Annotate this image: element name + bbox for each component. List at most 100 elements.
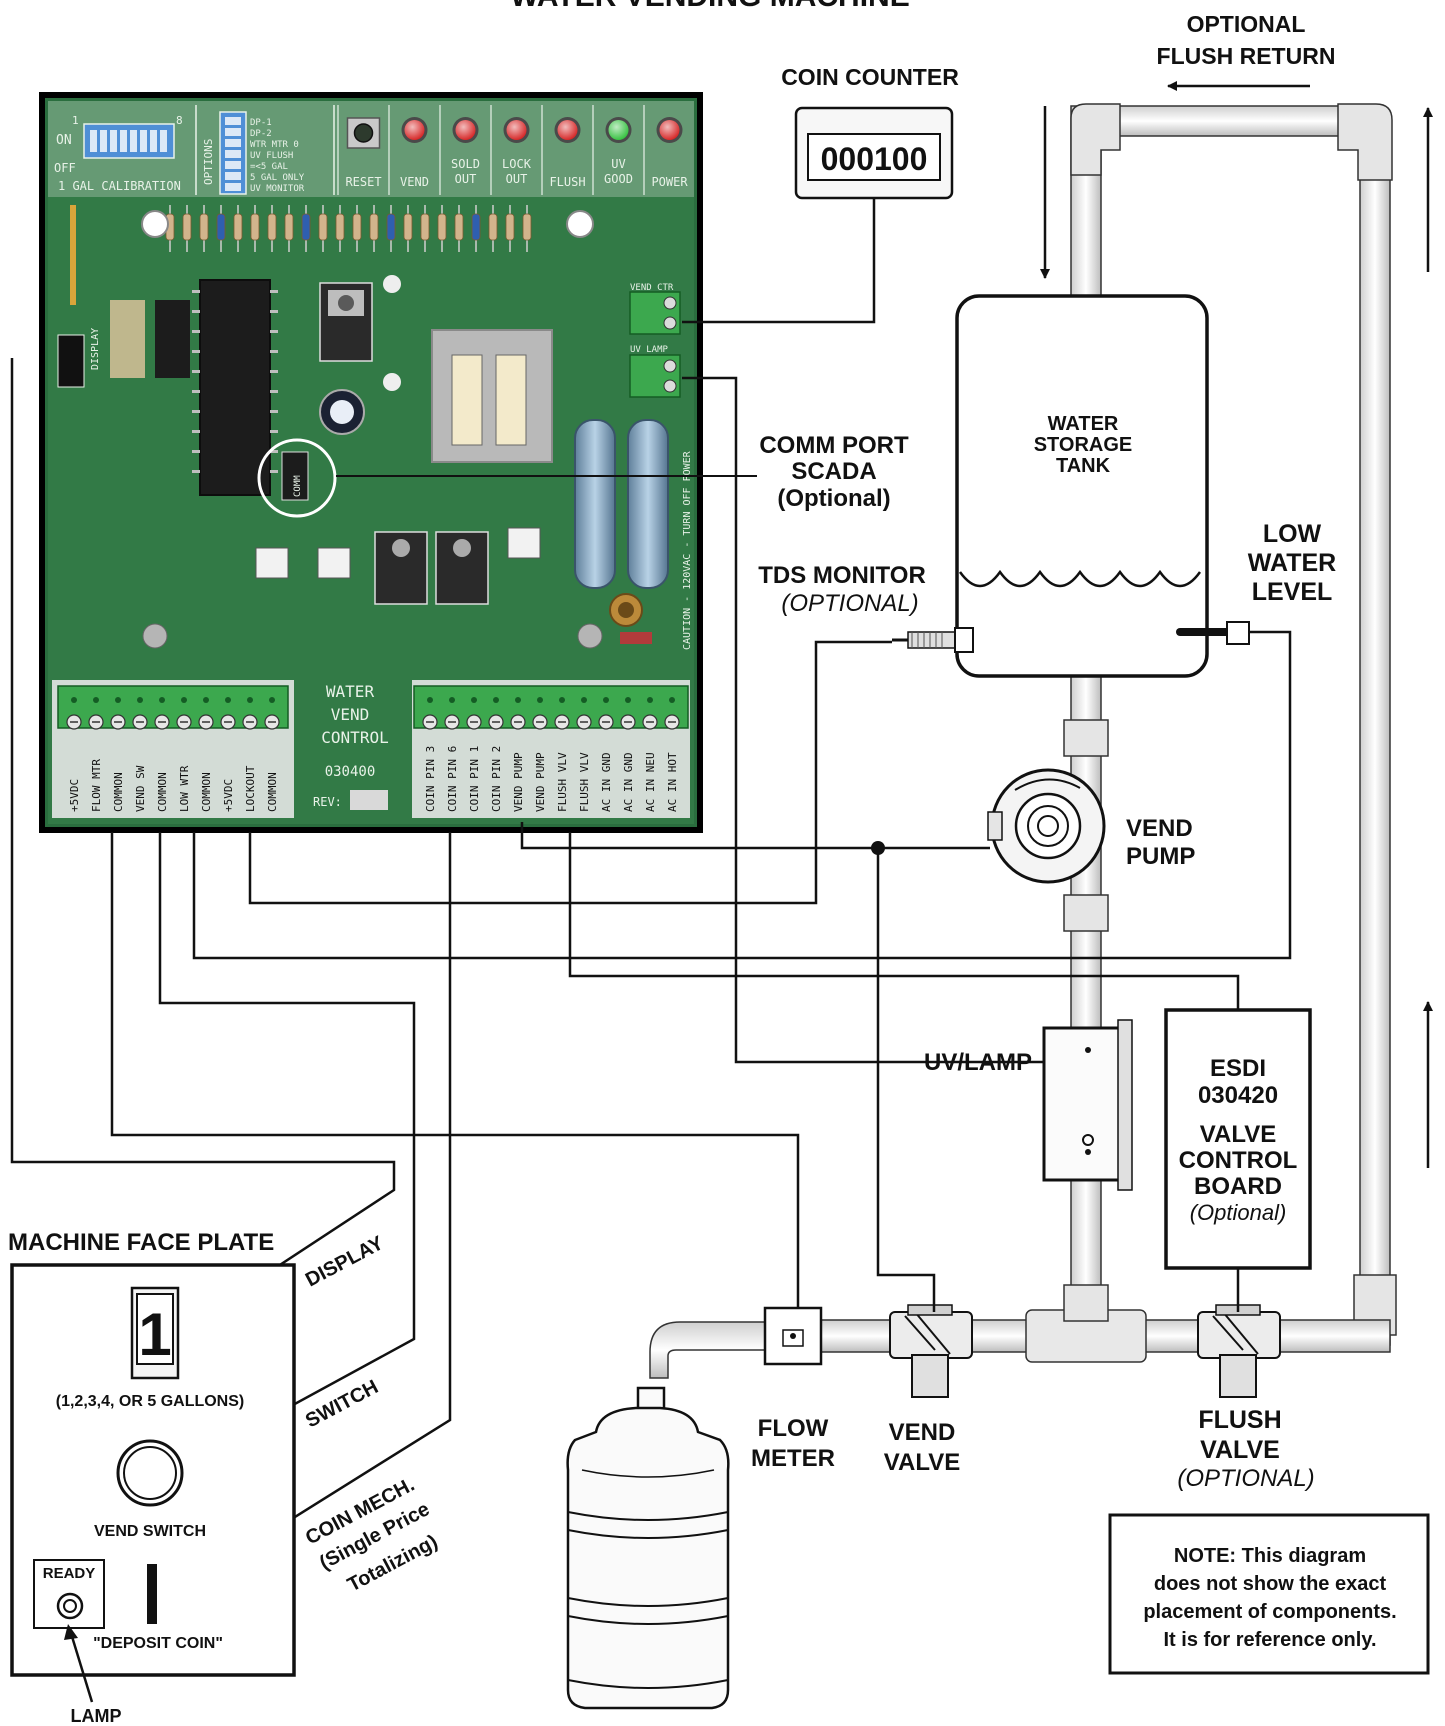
resistor — [522, 213, 532, 241]
terminal-label: FLOW MTR — [90, 759, 103, 812]
resistor — [250, 213, 260, 241]
terminal-pin — [559, 697, 565, 703]
vend-pump-label-line2: PUMP — [1126, 843, 1195, 870]
terminal-pin — [225, 697, 231, 703]
indicator-label: FLUSH — [549, 175, 585, 189]
terminal-label: COIN PIN 1 — [468, 746, 481, 812]
terminal-pin — [537, 697, 543, 703]
flush-valve-label-line2: VALVE — [1200, 1436, 1280, 1464]
indicator-label: LOCK — [502, 157, 532, 171]
comm-port-highlight — [257, 438, 337, 518]
machine-face-plate: MACHINE FACE PLATE 1 (1,2,3,4, OR 5 GALL… — [8, 1229, 296, 1726]
calibration-dip-switch[interactable] — [83, 123, 175, 159]
resistor — [454, 213, 464, 241]
dip-one-label: 1 — [72, 114, 79, 127]
flush-return-label-line2: FLUSH RETURN — [1157, 43, 1336, 69]
terminal-label: AC IN GND — [622, 752, 635, 812]
resistor — [403, 213, 413, 241]
lamp-label: LAMP — [71, 1706, 122, 1726]
terminal-label: LOW WTR — [178, 765, 191, 812]
terminal-pin — [203, 697, 209, 703]
indicator-led — [503, 117, 530, 143]
dip-eight-label: 8 — [176, 114, 183, 127]
terminal-label: AC IN GND — [600, 752, 613, 812]
note-line2: does not show the exact — [1154, 1573, 1387, 1595]
terminal-label: AC IN NEU — [644, 752, 657, 812]
flush-return-label-line1: OPTIONAL — [1187, 11, 1306, 37]
terminal-pin — [269, 697, 275, 703]
board-name-line3: CONTROL — [321, 728, 388, 747]
flow-arrows — [1040, 81, 1433, 1168]
vend-switch-button[interactable] — [116, 1439, 184, 1507]
terminal-label: +5VDC — [222, 779, 235, 812]
indicator-label: POWER — [651, 175, 688, 189]
flush-return-pipe — [1070, 103, 1397, 1346]
coin-counter-value: 000100 — [821, 141, 928, 177]
indicator-label: VEND — [400, 175, 429, 189]
resistor — [437, 213, 447, 241]
coin-counter-label: COIN COUNTER — [781, 64, 959, 90]
calibration-label: 1 GAL CALIBRATION — [58, 179, 181, 193]
terminal-pin — [71, 697, 77, 703]
terminal-label: COIN PIN 3 — [424, 746, 437, 812]
flush-valve-label-line3: (OPTIONAL) — [1177, 1465, 1314, 1492]
terminal-label: COMMON — [266, 772, 279, 812]
terminal-label: VEND PUMP — [534, 752, 547, 812]
terminal-pin — [115, 697, 121, 703]
comm-header-label: COMM — [293, 475, 303, 497]
option-item: 5 GAL ONLY — [250, 173, 305, 183]
flush-valve-label-line1: FLUSH — [1198, 1406, 1281, 1434]
gallon-display: 1 — [130, 1286, 180, 1380]
terminal-pin — [181, 697, 187, 703]
terminal-label: COMMON — [156, 772, 169, 812]
terminal-pin — [137, 697, 143, 703]
dip-off-label: OFF — [54, 161, 76, 175]
option-item: =<5 GAL — [250, 162, 288, 172]
switch-wire-label: SWITCH — [302, 1376, 382, 1432]
resistor — [386, 213, 396, 241]
terminal-label: AC IN HOT — [666, 752, 679, 812]
board-name-line2: VEND — [331, 705, 370, 724]
water-storage-tank: WATER STORAGE TANK — [955, 294, 1209, 678]
vend-ctr-label: VEND CTR — [630, 283, 674, 293]
flow-meter-label-line2: METER — [751, 1445, 835, 1472]
main-water-pipe — [649, 654, 1391, 1379]
note-line4: It is for reference only. — [1163, 1629, 1376, 1651]
option-list: DP-1 DP-2 WTR MTR 0 UV FLUSH =<5 GAL 5 G… — [250, 118, 305, 194]
resistor — [233, 213, 243, 241]
option-item: WTR MTR 0 — [250, 140, 299, 150]
terminal-pin — [471, 697, 477, 703]
resistor — [182, 213, 192, 241]
esdi-line2: 030420 — [1198, 1082, 1278, 1109]
indicator-led — [605, 117, 632, 143]
resistor — [488, 213, 498, 241]
terminal-pin — [603, 697, 609, 703]
terminal-pin — [93, 697, 99, 703]
tds-probe — [892, 627, 974, 653]
board-rev-label: REV: — [313, 795, 342, 809]
comm-port-label-line2: SCADA — [791, 458, 876, 485]
esdi-line6: (Optional) — [1190, 1200, 1287, 1225]
gallon-options-label: (1,2,3,4, OR 5 GALLONS) — [56, 1393, 244, 1410]
resistor — [301, 213, 311, 241]
terminal-pin — [647, 697, 653, 703]
coin-slot[interactable] — [147, 1564, 157, 1624]
esdi-line4: CONTROL — [1179, 1147, 1298, 1174]
indicator-label: OUT — [506, 172, 528, 186]
terminal-label: FLUSH VLV — [578, 752, 591, 812]
terminal-pin — [449, 697, 455, 703]
ready-label: READY — [43, 1565, 96, 1582]
tds-label-line1: TDS MONITOR — [758, 562, 926, 589]
options-dip-switch[interactable] — [219, 111, 247, 195]
reset-button[interactable] — [346, 117, 381, 149]
terminal-pin — [427, 697, 433, 703]
terminal-strip — [413, 685, 689, 729]
indicator-led — [656, 117, 683, 143]
indicator-label: RESET — [345, 175, 381, 189]
vend-valve-label-line1: VEND — [889, 1419, 956, 1446]
indicator-label: SOLD — [451, 157, 480, 171]
uv-lamp-unit — [1042, 1019, 1133, 1191]
